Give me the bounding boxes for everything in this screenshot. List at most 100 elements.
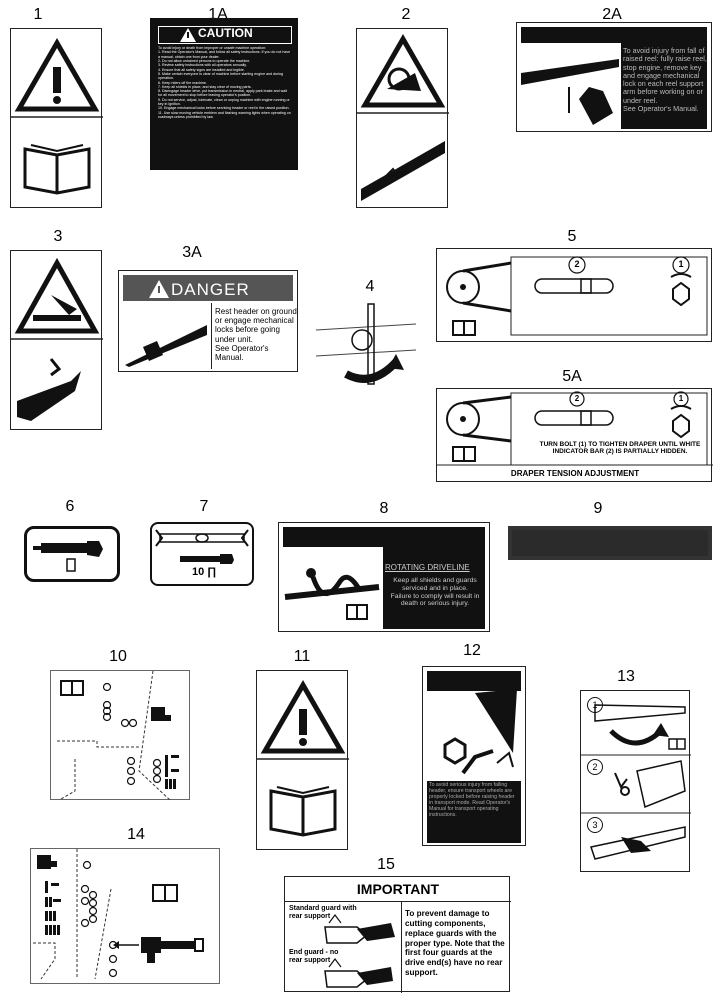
driveline-entanglement-icon <box>284 568 380 620</box>
reel-entanglement-icon <box>360 33 446 108</box>
draper-roller-icon <box>446 395 512 443</box>
caution-body: To avoid injury or death from improper o… <box>158 46 291 119</box>
decal-12-transport-lock: To avoid serious injury from falling hea… <box>422 666 526 846</box>
item-number-12: 12 <box>463 642 481 659</box>
item-number-9: 9 <box>593 500 603 517</box>
warning-triangle-icon <box>180 28 196 42</box>
standard-guard-label: Standard guard with rear support <box>289 905 357 921</box>
decal-5a-draper-tension: 2 1 TURN BOLT (1) TO TIGHTEN DRAPER UNTI… <box>436 388 713 482</box>
item-number-7: 7 <box>199 498 209 515</box>
decal-1a-caution: CAUTION To avoid injury or death from im… <box>150 18 298 170</box>
item-number-10: 10 <box>109 648 127 665</box>
standard-guard-icon <box>324 914 395 944</box>
decal-1-safety-alert <box>10 28 103 208</box>
grease-point-icon <box>155 529 249 564</box>
header-crush-icon <box>125 325 207 367</box>
draper-roller-icon <box>446 261 512 313</box>
decal-3-graphic <box>11 257 103 421</box>
tension-bolt-icon <box>670 391 692 439</box>
grease-gun-icon <box>33 541 103 572</box>
item-number-15: 15 <box>377 856 395 873</box>
decal-13-lock-procedure: 1 2 3 <box>580 690 691 872</box>
operator-manual-icon <box>60 680 84 696</box>
item-number-11: 11 <box>293 648 311 665</box>
driveline-body: Keep all shields and guards serviced and… <box>390 577 480 608</box>
danger-body: Rest header on ground or engage mechanic… <box>215 307 297 362</box>
decal-1-graphic <box>11 37 103 195</box>
lock-pin-graphic <box>315 303 417 385</box>
lube-chart-graphic <box>57 670 179 802</box>
decal-7-grease-interval: 10 ∏ <box>150 522 254 586</box>
operator-manual-icon <box>269 786 337 837</box>
tension-bolt-number: 1 <box>678 394 684 403</box>
danger-header: DANGER <box>171 280 250 299</box>
operator-manual-icon <box>452 320 476 336</box>
decal-10-lube-chart <box>50 670 190 802</box>
item-number-5: 5 <box>567 228 577 245</box>
decal-4-lock-illustration <box>315 300 417 388</box>
decal-2a-reel-lock: To avoid injury from fall of raised reel… <box>516 22 712 132</box>
important-header: IMPORTANT <box>356 881 440 897</box>
decal-5-draper-tension: 2 1 <box>436 248 712 342</box>
warning-triangle-icon <box>260 679 346 754</box>
draper-instruction: TURN BOLT (1) TO TIGHTEN DRAPER UNTIL WH… <box>539 441 701 456</box>
draper-tension-graphic <box>437 391 713 466</box>
decal-2-reel-hazard <box>356 28 449 208</box>
item-number-4: 4 <box>365 278 375 295</box>
end-guard-icon <box>324 958 393 988</box>
item-number-14: 14 <box>127 826 145 843</box>
item-number-1: 1 <box>33 6 43 23</box>
decal-8-rotating-driveline: ROTATING DRIVELINE Keep all shields and … <box>278 522 490 632</box>
operator-manual-icon <box>23 144 91 195</box>
item-number-2a: 2A <box>602 6 622 23</box>
reflector-pattern <box>508 526 712 560</box>
tension-bolt-number: 1 <box>678 259 684 269</box>
draper-footer: DRAPER TENSION ADJUSTMENT <box>510 469 640 478</box>
decal-9-reflector-strip <box>508 526 712 560</box>
decal-2-graphic <box>357 33 449 201</box>
step-1-number: 1 <box>587 697 603 713</box>
transport-lock-text: To avoid serious injury from falling hea… <box>429 782 515 818</box>
item-number-13: 13 <box>617 668 635 685</box>
operator-manual-icon <box>152 884 178 902</box>
reel-lock-text: To avoid injury from fall of raised reel… <box>623 46 707 113</box>
decal-3-cutter-hazard <box>10 250 103 430</box>
reel-lock-graphic <box>521 59 619 125</box>
operator-manual-icon <box>452 446 476 462</box>
step-1-graphic <box>594 704 686 750</box>
grease-gun-icon <box>141 937 204 963</box>
lock-procedure-graphic <box>581 704 691 860</box>
hand-cut-icon <box>17 358 81 421</box>
decal-11-safety-alert <box>256 670 349 850</box>
driveline-header: ROTATING DRIVELINE <box>385 563 470 572</box>
transport-lock-icon <box>443 689 517 775</box>
step-3-graphic <box>590 826 686 860</box>
indicator-bar-icon <box>534 391 614 426</box>
decal-3a-danger: DANGER Rest header on ground or engage m… <box>118 270 298 372</box>
draper-tension-graphic <box>446 256 708 336</box>
step-2-number: 2 <box>587 759 603 775</box>
decal-6-grease <box>24 526 120 582</box>
raised-reel-icon <box>361 141 445 201</box>
item-number-5a: 5A <box>562 368 582 385</box>
step-2-graphic <box>614 760 686 809</box>
warning-triangle-icon <box>14 37 100 112</box>
indicator-bar-icon <box>534 256 614 294</box>
warning-triangle-icon <box>149 280 169 298</box>
tension-bolt-icon <box>670 256 692 307</box>
item-number-8: 8 <box>379 500 389 517</box>
item-number-3a: 3A <box>182 244 202 261</box>
decal-15-important-guards: IMPORTANT Standard guard with rear suppo… <box>284 876 511 993</box>
grease-interval-value: 10 ∏ <box>192 566 217 578</box>
item-number-2: 2 <box>401 6 411 23</box>
end-guard-label: End guard - no rear support <box>289 949 339 965</box>
lube-chart-graphic <box>33 849 204 980</box>
important-body: To prevent damage to cutting components,… <box>405 909 505 978</box>
item-number-3: 3 <box>53 228 63 245</box>
indicator-bar-number: 2 <box>574 394 580 403</box>
guard-comparison-graphic <box>324 914 395 988</box>
indicator-bar-number: 2 <box>574 259 580 269</box>
decal-11-graphic <box>257 679 349 837</box>
decal-14-lube-chart <box>30 848 220 984</box>
step-3-number: 3 <box>587 817 603 833</box>
